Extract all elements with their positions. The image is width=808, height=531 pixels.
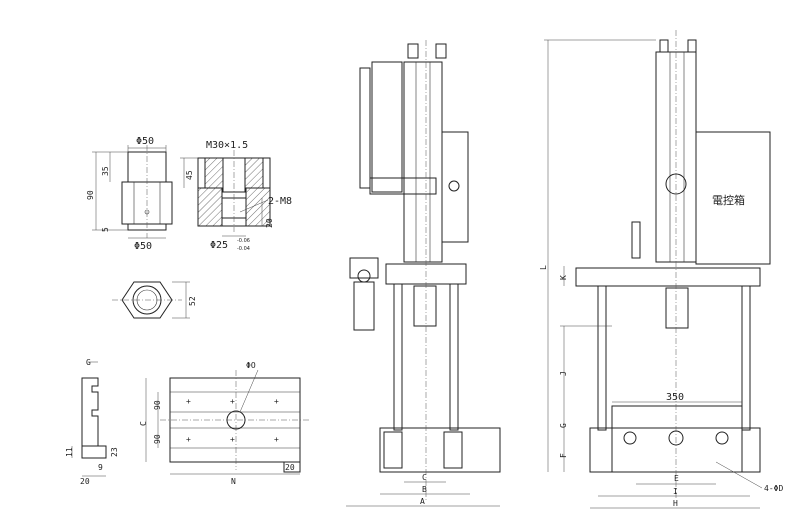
front-g-label: G: [559, 423, 568, 428]
slot-20-label: 20: [80, 477, 90, 486]
small-20-label: 20: [265, 218, 274, 228]
mounting-hole-marks: + + + + + +: [186, 397, 279, 444]
front-holes-label: 4-ΦD: [764, 484, 783, 493]
front-h-label: H: [673, 499, 678, 508]
t-slot-section: G 11 23 9 20: [65, 358, 119, 486]
slot-g-label: G: [86, 358, 91, 367]
diameter-bottom-label: Φ50: [134, 241, 152, 252]
hex-top-view: 52: [112, 281, 197, 319]
press-side-view: C B A: [346, 40, 501, 507]
table-20-label: 20: [285, 463, 295, 472]
front-l-label: L: [539, 265, 548, 270]
slot-11-label: 11: [65, 447, 74, 457]
front-e-label: E: [674, 474, 679, 483]
front-k-label: K: [559, 275, 568, 280]
thread-label: M30×1.5: [206, 140, 248, 151]
svg-text:+: +: [274, 397, 279, 406]
svg-text:+: +: [186, 397, 191, 406]
front-width-350-label: 350: [666, 392, 684, 403]
diameter-top-label: Φ50: [136, 136, 154, 147]
hole-callout-label: 2-M8: [268, 196, 292, 207]
table-c-label: C: [139, 421, 148, 426]
svg-text:+: +: [186, 435, 191, 444]
press-front-view: 電控箱 L K J G F 350 E I H 4-ΦD: [539, 30, 783, 509]
svg-text:+: +: [274, 435, 279, 444]
side-c-label: C: [422, 473, 427, 482]
slot-9-label: 9: [98, 463, 103, 472]
table-90b-label: 90: [153, 434, 162, 444]
height-90-label: 90: [86, 190, 95, 200]
hex-width-label: 52: [188, 296, 197, 306]
height-35-label: 35: [101, 166, 110, 176]
table-n-label: N: [231, 477, 236, 486]
slot-23-label: 23: [110, 447, 119, 457]
tolerance-lower-label: -0.04: [237, 246, 250, 252]
punch-holder-front-view: Φ50 35 90 5 Φ50: [86, 136, 173, 252]
svg-text:+: +: [230, 397, 235, 406]
control-box-label: 電控箱: [712, 193, 745, 207]
small-5-label: 5: [101, 227, 110, 232]
front-f-label: F: [559, 453, 568, 458]
front-i-label: I: [673, 487, 678, 496]
table-90a-label: 90: [153, 400, 162, 410]
tolerance-diameter-label: Φ25: [210, 240, 228, 251]
side-a-label: A: [420, 497, 425, 506]
height-45-label: 45: [185, 170, 194, 180]
front-j-label: J: [559, 371, 568, 376]
punch-holder-section-view: M30×1.5 45 20 2-M8 Φ25 -0.06 -0.04: [180, 140, 292, 252]
side-b-label: B: [422, 485, 427, 494]
worktable-top-view: + + + + + + ΦO 90 90 C N 20: [139, 361, 310, 486]
svg-text:+: +: [230, 435, 235, 444]
table-phi-o-label: ΦO: [246, 361, 256, 370]
tolerance-upper-label: -0.06: [237, 238, 250, 244]
